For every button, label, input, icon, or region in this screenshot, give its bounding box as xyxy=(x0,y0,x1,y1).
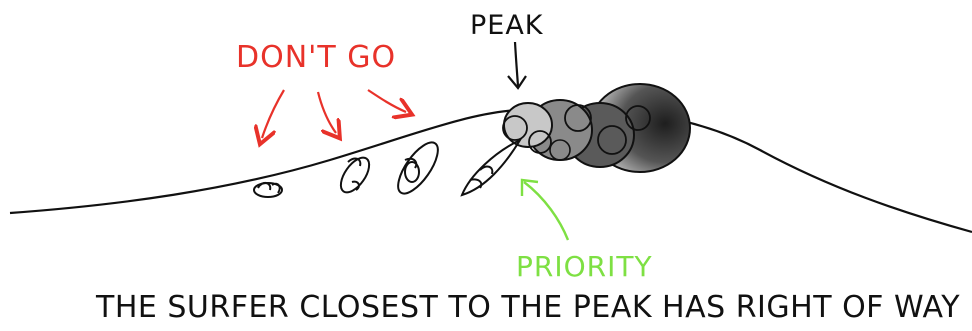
surfer-4-priority xyxy=(462,140,520,195)
peak-arrow xyxy=(508,42,526,88)
arrow-icon xyxy=(262,90,284,138)
caption: THE SURFER CLOSEST TO THE PEAK HAS RIGHT… xyxy=(96,290,960,325)
surfer-2 xyxy=(335,153,374,197)
arrow-icon xyxy=(318,92,336,133)
surfer-3 xyxy=(391,137,445,200)
dont-go-arrows xyxy=(262,90,406,138)
priority-label: PRIORITY xyxy=(516,250,653,283)
dont-go-label: DON'T GO xyxy=(236,40,396,75)
surfer-1 xyxy=(254,183,282,197)
priority-arrow xyxy=(522,180,568,240)
arrow-icon xyxy=(368,90,406,112)
wave-line xyxy=(10,108,972,232)
breaking-foam xyxy=(503,84,690,172)
peak-label: PEAK xyxy=(470,10,544,41)
